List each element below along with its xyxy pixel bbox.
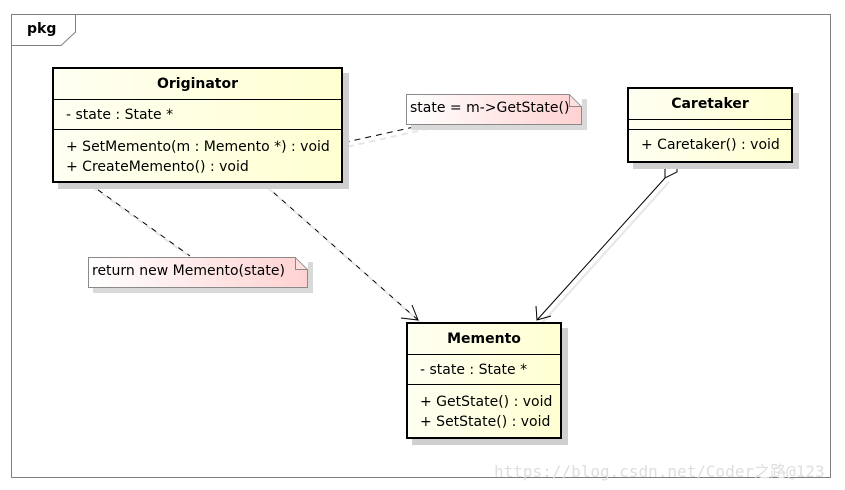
package-label: pkg [27, 21, 57, 37]
class-memento[interactable]: Memento - state : State * + GetState() :… [406, 322, 562, 439]
operation: + SetMemento(m : Memento *) : void [66, 139, 330, 155]
note-text: return new Memento(state) [92, 263, 285, 279]
package-frame [11, 14, 831, 478]
note-get-state[interactable]: state = m->GetState() [406, 94, 582, 125]
operation: + CreateMemento() : void [66, 159, 249, 175]
package-tab [11, 14, 76, 46]
attributes-compartment: - state : State * [408, 355, 560, 385]
class-name: Originator [54, 69, 341, 100]
class-caretaker[interactable]: Caretaker + Caretaker() : void [627, 87, 793, 163]
watermark: https://blog.csdn.net/Coder之路@123 [494, 462, 825, 481]
attributes-compartment: - state : State * [54, 100, 341, 130]
class-name: Caretaker [629, 89, 791, 120]
attribute: - state : State * [420, 362, 528, 378]
attribute: - state : State * [66, 107, 174, 123]
attributes-compartment [629, 120, 791, 130]
note-fold-icon [295, 257, 308, 270]
operations-compartment: + Caretaker() : void [629, 130, 791, 155]
operation: + SetState() : void [420, 414, 551, 430]
class-name: Memento [408, 324, 560, 355]
operation: + GetState() : void [420, 394, 553, 410]
note-text: state = m->GetState() [410, 100, 570, 116]
note-create-memento[interactable]: return new Memento(state) [88, 257, 308, 288]
operations-compartment: + SetMemento(m : Memento *) : void + Cre… [54, 130, 341, 177]
operation: + Caretaker() : void [641, 137, 780, 153]
operations-compartment: + GetState() : void + SetState() : void [408, 385, 560, 432]
class-originator[interactable]: Originator - state : State * + SetMement… [52, 67, 343, 183]
note-fold-icon [569, 94, 582, 107]
